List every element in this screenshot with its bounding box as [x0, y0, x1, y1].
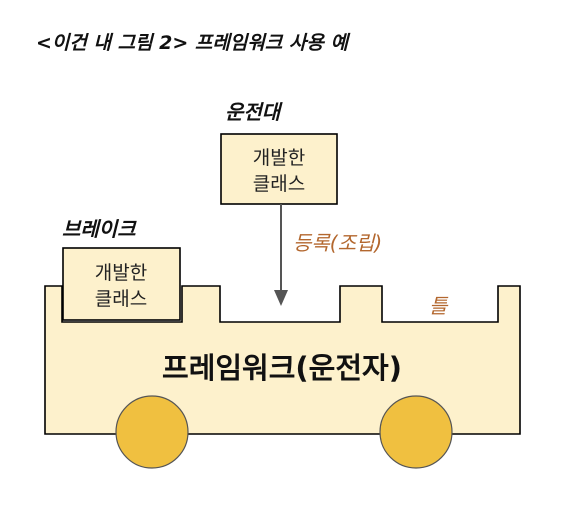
- driver-label: 운전대: [225, 100, 283, 124]
- figure-caption: <이건 내 그림 2> 프레임워크 사용 예: [36, 32, 348, 54]
- driver-class-text-line2: 클래스: [253, 173, 305, 195]
- brake-class-box: [62, 247, 181, 321]
- brake-class-text-line1: 개발한: [95, 262, 147, 284]
- right-wheel: [379, 395, 453, 469]
- framework-label: 프레임워크(운전자): [162, 351, 402, 385]
- left-wheel: [115, 395, 189, 469]
- driver-class-text-line1: 개발한: [253, 147, 305, 169]
- register-label: 등록(조립): [293, 231, 382, 255]
- slot-label: 틀: [429, 294, 449, 318]
- register-arrow-head: [274, 290, 288, 306]
- driver-class-box: [220, 133, 338, 205]
- brake-label: 브레이크: [62, 217, 137, 241]
- brake-class-text-line2: 클래스: [95, 288, 147, 310]
- framework-car-body: [44, 285, 521, 435]
